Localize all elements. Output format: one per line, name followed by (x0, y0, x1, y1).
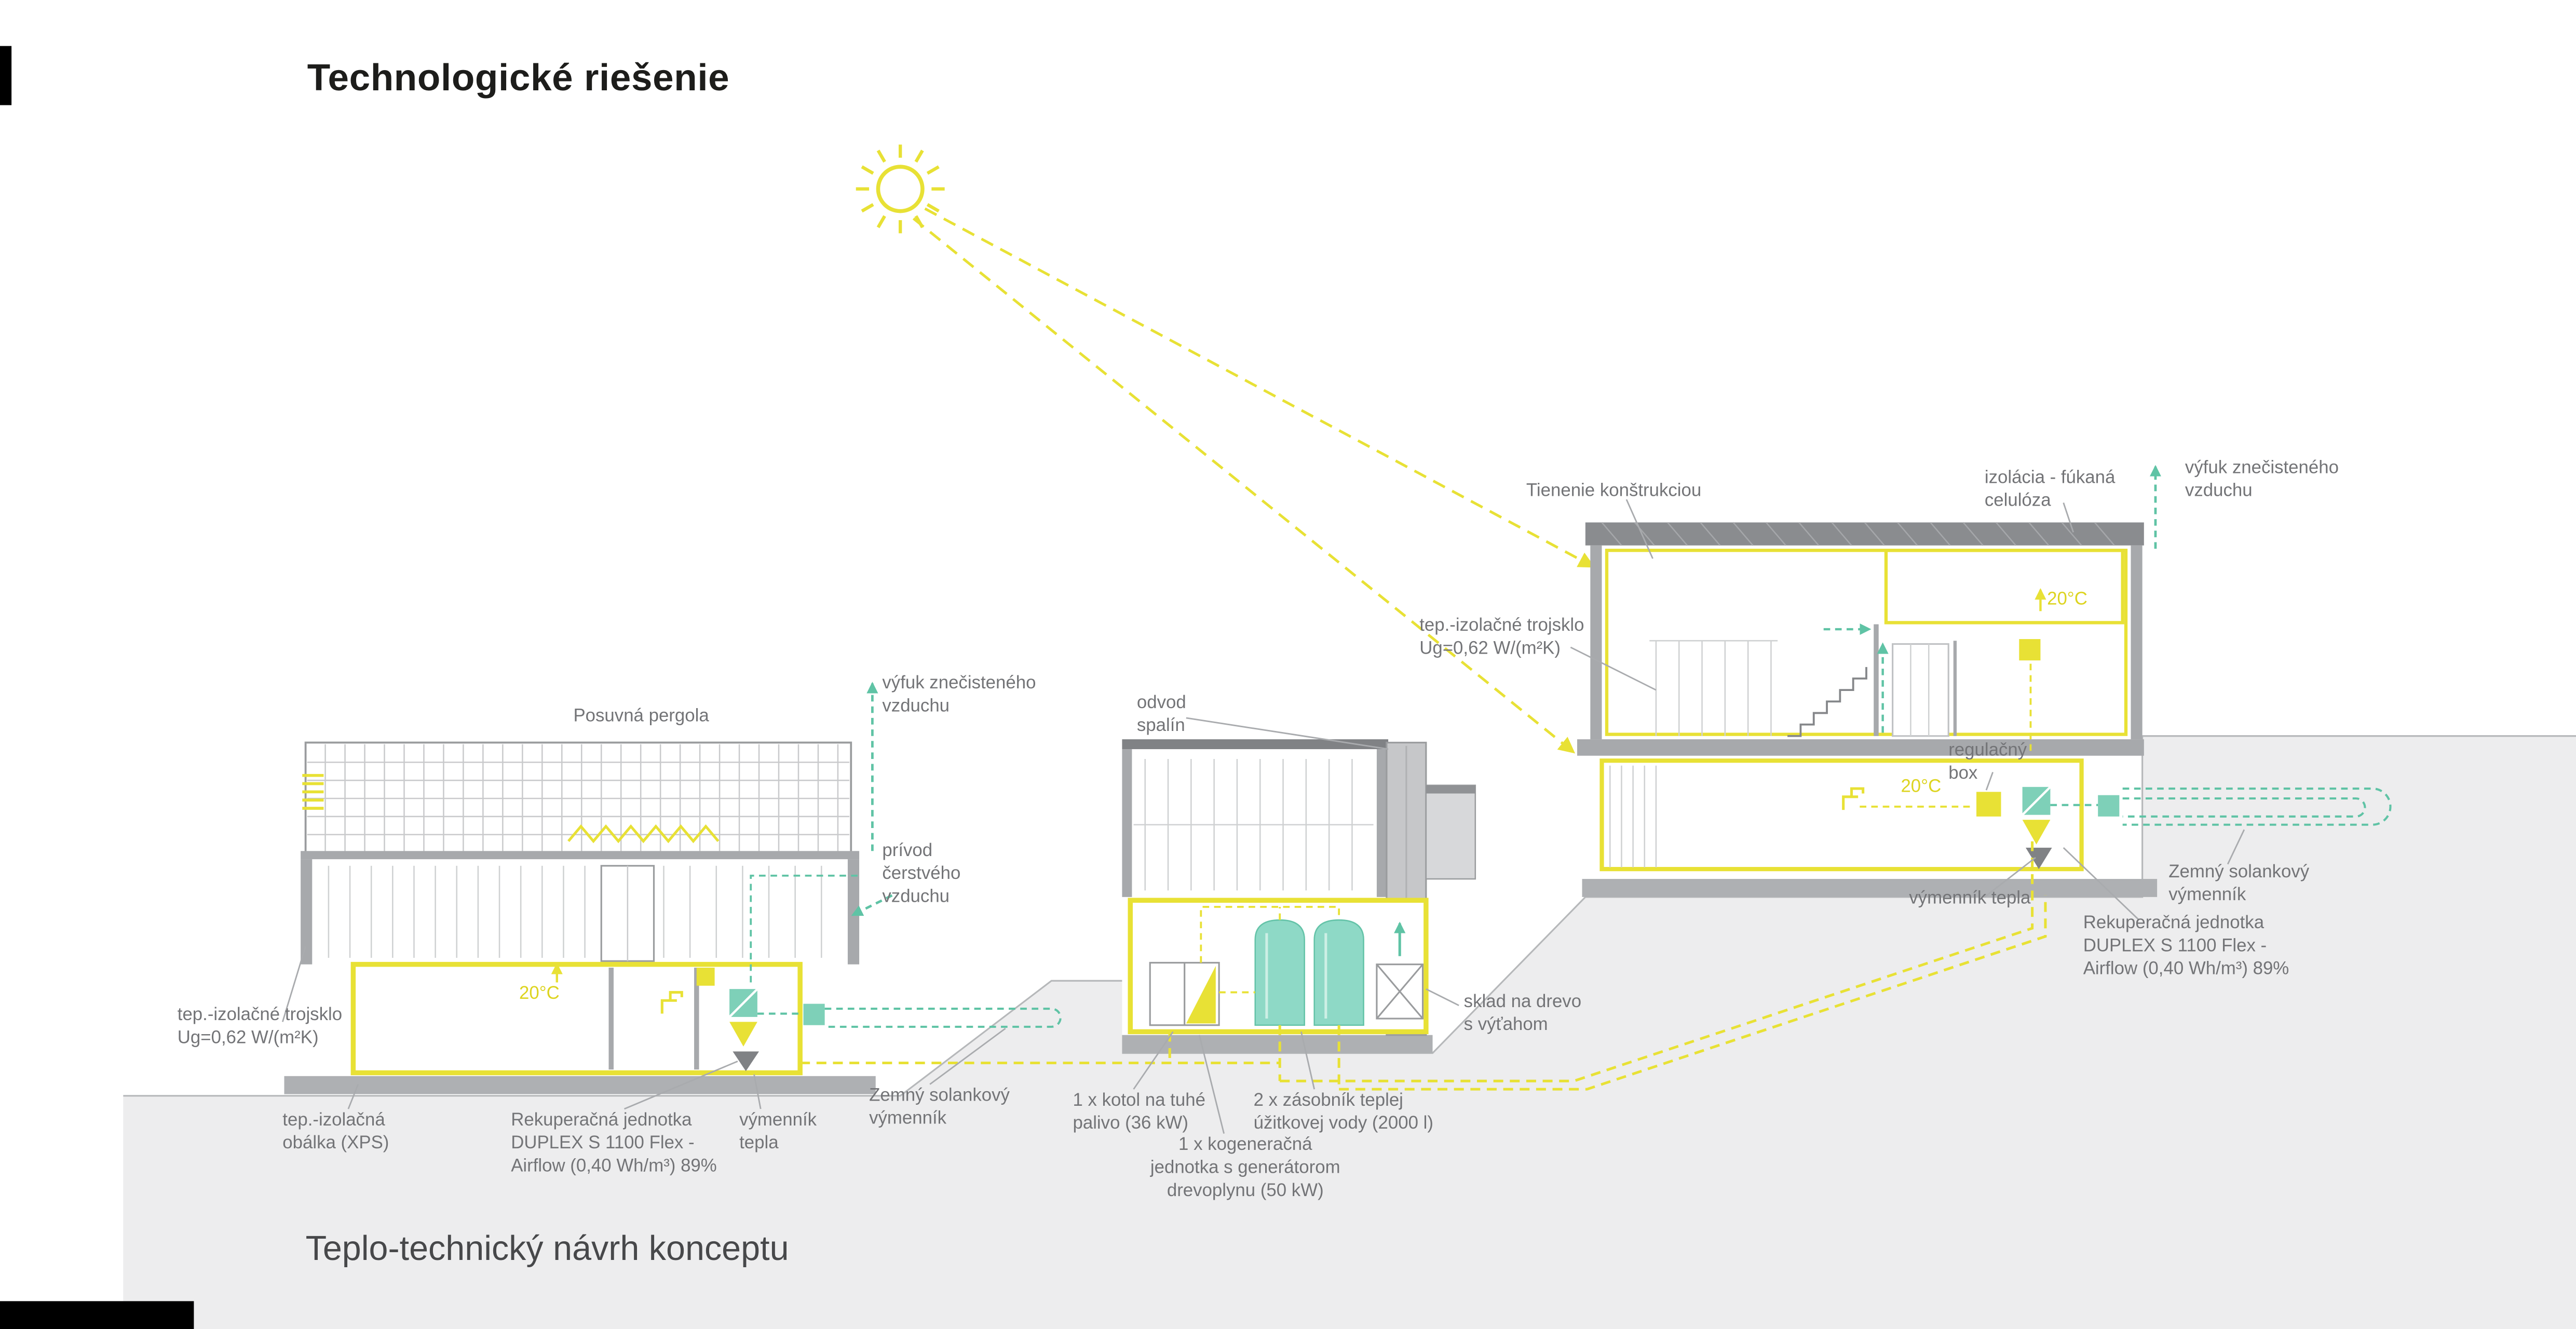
label-triple-glazing-left: tep.-izolačné trojsklo Ug=0,62 W/(m²K) (177, 1005, 343, 1048)
supply-box-icon (696, 967, 715, 986)
sliding-shade-zigzag-icon (567, 824, 720, 844)
boiler-tank-pipes (1200, 905, 1340, 994)
brine-exchanger-square-icon (2098, 795, 2120, 817)
label-hot-water-tank: 2 x zásobník teplej úžitkovej vody (2000… (1253, 1091, 1433, 1133)
label-blown-cellulose: izolácia - fúkaná celulóza (1984, 468, 2116, 511)
terrain-earth (123, 736, 2576, 1329)
leader-lines (281, 499, 2245, 1134)
wood-elevator-icon (1376, 964, 1424, 1020)
label-recuperation-left: Rekuperačná jednotka DUPLEX S 1100 Flex … (511, 1110, 717, 1176)
insulated-envelope-outline (350, 961, 803, 1076)
label-room-temp-lower-right: 20°C (1901, 777, 1942, 797)
page-subtitle: Teplo-technický návrh konceptu (305, 1230, 789, 1269)
stairs (1787, 667, 1867, 737)
label-flue-gas: odvod spalín (1136, 693, 1186, 736)
label-triple-glazing-right: tep.-izolačné trojsklo Ug=0,62 W/(m²K) (1419, 616, 1584, 659)
page-title: Technologické riešenie (307, 56, 730, 99)
left-building (301, 682, 1062, 1076)
slab-left-building (284, 1076, 876, 1094)
ground-brine-loop-left (757, 1003, 1062, 1028)
right-building-lower-floor (1599, 758, 2120, 872)
label-room-temp-upper-right: 20°C (2047, 590, 2087, 610)
hot-water-tank-icon (1254, 919, 1364, 1026)
label-room-temp-left: 20°C (519, 984, 560, 1004)
pergola-roof (302, 741, 852, 856)
label-posuvna-pergola: Posuvná pergola (573, 706, 709, 726)
insulation-line-attic-box (1884, 548, 2124, 625)
label-insulation-envelope: tep.-izolačná obálka (XPS) (282, 1110, 389, 1153)
sun-rays (912, 207, 1595, 754)
label-ground-brine-left: Zemný solankový výmenník (869, 1086, 1010, 1129)
left-building-main-floor (301, 851, 860, 965)
left-building-air-pipes (851, 682, 893, 916)
ventilation-duct (750, 874, 863, 983)
label-recuperation-right: Rekuperačná jednotka DUPLEX S 1100 Flex … (2083, 913, 2289, 979)
slab-middle-building (1122, 1035, 1433, 1053)
label-shading: Tienenie konštrukciou (1526, 481, 1702, 501)
label-regulation-box: regulačný box (1948, 741, 2027, 783)
annex-block (1425, 784, 1476, 880)
pergola-yellow-louvres-icon (302, 774, 324, 810)
upper-supply-box-icon (2019, 639, 2041, 661)
page-edge-bottom-bar (0, 1301, 194, 1329)
regulation-box-icon (1976, 792, 2001, 817)
faucet-icon (660, 991, 683, 1014)
label-wood-storage: sklad na drevo s výťahom (1463, 992, 1582, 1035)
right-building (1577, 465, 2392, 872)
brine-exchanger-square-icon (803, 1003, 825, 1025)
label-heat-exchanger-right: výmenník tepla (1909, 889, 2031, 909)
fresh-air-arrow-icon (851, 894, 893, 916)
recuperation-unit-icon-left (728, 988, 760, 1072)
roof-slab (1585, 522, 2144, 546)
faucet-icon (1842, 787, 1865, 810)
upper-floor-air-arrows (1823, 623, 1889, 733)
left-building-basement (350, 874, 863, 1076)
middle-building (1122, 739, 1476, 1036)
label-boiler: 1 x kotol na tuhé palivo (36 kW) (1073, 1091, 1205, 1133)
insulated-envelope-outline (1599, 758, 2084, 872)
page-edge-top-bar (0, 46, 12, 105)
label-cogeneration: 1 x kogeneračná jednotka s generátorom d… (1150, 1135, 1340, 1200)
recuperation-unit-icon-right (2022, 786, 2052, 870)
label-heat-exchanger-left: výmenník tepla (739, 1110, 817, 1153)
label-exhaust-air-right: výfuk znečisteného vzduchu (2185, 458, 2339, 501)
ground-brine-loop-right (2050, 787, 2392, 826)
insulation-line-upper (1605, 548, 2128, 736)
slab-right-building (1582, 879, 2158, 897)
boiler-icon (1149, 961, 1220, 1026)
label-ground-brine-right: Zemný solankový výmenník (2168, 862, 2310, 905)
middle-building-basement (1128, 898, 1429, 1035)
label-exhaust-air-left: výfuk znečisteného vzduchu (882, 673, 1036, 716)
terrain (123, 735, 2576, 1329)
sun-icon (856, 144, 945, 234)
label-fresh-air-supply: prívod čerstvého vzduchu (882, 841, 961, 906)
